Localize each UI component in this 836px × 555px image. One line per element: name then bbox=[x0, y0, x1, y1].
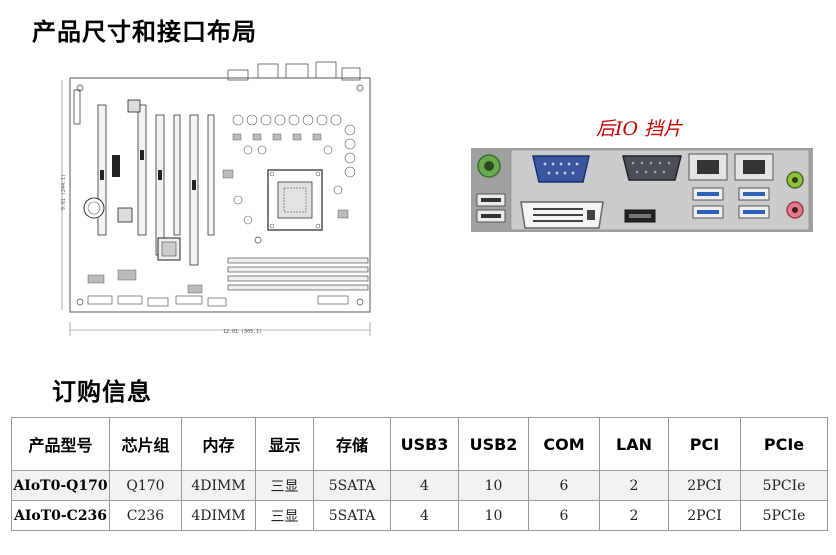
cell-memory: 4DIMM bbox=[181, 470, 256, 501]
cell-pci: 2PCI bbox=[668, 500, 741, 531]
table-header-row: 产品型号 芯片组 内存 显示 存储 USB3 USB2 COM LAN PCI … bbox=[11, 417, 828, 471]
cell-usb3: 4 bbox=[390, 470, 459, 501]
cell-lan: 2 bbox=[599, 470, 669, 501]
column-header-pcie: PCIe bbox=[740, 417, 828, 471]
cell-usb2: 10 bbox=[458, 500, 529, 531]
cell-pci: 2PCI bbox=[668, 470, 741, 501]
ordering-info-table: 产品型号 芯片组 内存 显示 存储 USB3 USB2 COM LAN PCI … bbox=[11, 417, 828, 531]
section-title-dimensions: 产品尺寸和接口布局 bbox=[32, 18, 257, 46]
vga-port bbox=[532, 155, 590, 183]
column-header-usb2: USB2 bbox=[458, 417, 529, 471]
column-header-display: 显示 bbox=[255, 417, 314, 471]
column-header-pci: PCI bbox=[668, 417, 741, 471]
cell-model: AIoT0-C236 bbox=[11, 500, 110, 531]
com-port bbox=[622, 155, 682, 181]
cell-storage: 5SATA bbox=[313, 470, 391, 501]
column-header-usb3: USB3 bbox=[390, 417, 459, 471]
cell-lan: 2 bbox=[599, 500, 669, 531]
rear-io-connectors bbox=[257, 63, 279, 79]
column-header-lan: LAN bbox=[599, 417, 669, 471]
cell-display: 三显 bbox=[255, 470, 314, 501]
usb3-ports bbox=[692, 187, 770, 219]
cell-model: AIoT0-Q170 bbox=[11, 470, 110, 501]
motherboard-layout-drawing: 12.01 (305.1) 9.61 (244.1) bbox=[61, 61, 371, 336]
table-row: AIoT0-Q170 Q170 4DIMM 三显 5SATA 4 10 6 2 … bbox=[11, 470, 828, 501]
cell-usb3: 4 bbox=[390, 500, 459, 531]
cell-com: 6 bbox=[528, 470, 600, 501]
column-header-memory: 内存 bbox=[181, 417, 256, 471]
rear-io-caption: 后IO 挡片 bbox=[596, 118, 683, 140]
memory-slots bbox=[227, 257, 369, 291]
cell-chipset: Q170 bbox=[109, 470, 182, 501]
column-header-storage: 存储 bbox=[313, 417, 391, 471]
column-header-model: 产品型号 bbox=[11, 417, 110, 471]
cell-com: 6 bbox=[528, 500, 600, 531]
cell-memory: 4DIMM bbox=[181, 500, 256, 531]
rear-io-shield-photo bbox=[471, 148, 813, 232]
lan-ports bbox=[688, 153, 774, 181]
section-title-ordering: 订购信息 bbox=[52, 378, 152, 406]
cell-display: 三显 bbox=[255, 500, 314, 531]
column-header-chipset: 芯片组 bbox=[109, 417, 182, 471]
cell-storage: 5SATA bbox=[313, 500, 391, 531]
column-header-com: COM bbox=[528, 417, 600, 471]
cell-pcie: 5PCIe bbox=[740, 470, 828, 501]
cell-chipset: C236 bbox=[109, 500, 182, 531]
cmos-battery bbox=[83, 197, 105, 219]
cell-usb2: 10 bbox=[458, 470, 529, 501]
cell-pcie: 5PCIe bbox=[740, 500, 828, 531]
table-row: AIoT0-C236 C236 4DIMM 三显 5SATA 4 10 6 2 … bbox=[11, 500, 828, 531]
dimension-height-label: 9.61 (244.1) bbox=[61, 174, 67, 210]
dimension-width-label: 12.01 (305.1) bbox=[223, 329, 262, 335]
